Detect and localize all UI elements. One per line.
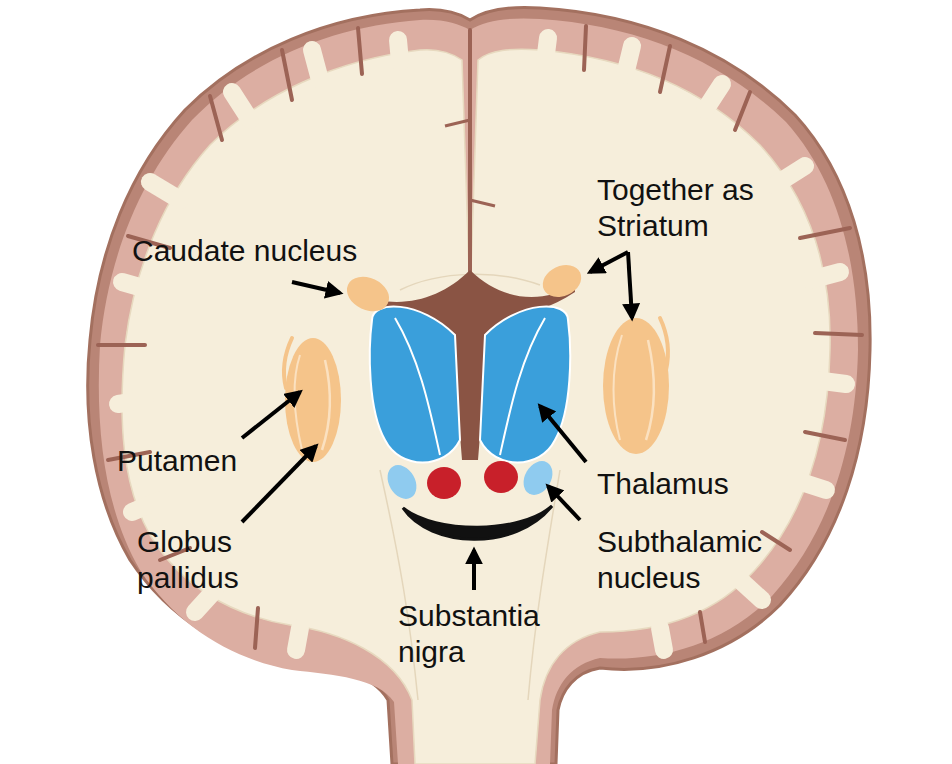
red-nucleus [484,461,518,493]
gyri [810,272,840,280]
gyri [705,84,722,110]
leader-arrows [242,392,300,438]
thalamus [370,306,460,462]
structure-label: Caudate nucleus [132,233,432,269]
sulci [255,608,258,648]
gyri [296,628,300,650]
fiber-tracts [528,470,560,700]
caudate-nucleus [341,259,586,318]
putamen [294,355,302,450]
cortex [88,8,870,764]
putamen [603,318,669,454]
structure-label: Putamen [117,443,317,479]
sulci [735,92,750,130]
thalamus [370,306,570,462]
putamen [614,335,623,440]
gyri [625,46,632,75]
thalamus [480,306,570,462]
sulci [700,612,705,642]
gyri [398,40,400,62]
midline-folds [445,120,470,126]
gyri [660,628,664,650]
globus-pallidus [646,340,654,440]
gyri [122,282,150,290]
sulci [800,228,850,238]
structure-label: Substantia nigra [398,598,568,670]
leader-arrows [292,282,340,293]
white-matter [122,49,830,764]
sulci [282,50,292,100]
sulci [762,532,790,550]
structure-label: Thalamus [597,466,817,502]
substantia-nigra [403,506,552,539]
gyri [740,580,762,600]
leader-arrows [548,486,580,520]
subthalamic-nucleus [518,456,559,500]
putamen [285,338,341,462]
globus-pallidus [322,340,654,450]
subthalamic-nucleus [382,460,423,504]
leader-arrows [242,446,316,522]
gyri [118,38,846,650]
white-matter [122,49,830,764]
sulci [660,46,670,92]
claustrum [284,318,668,388]
thalamus [395,318,440,455]
gyri [118,400,145,404]
putamen [285,318,669,462]
thalamus [500,318,545,455]
red-nucleus [427,467,461,499]
substantia-nigra [403,506,552,539]
red-nucleus [427,461,518,499]
cortex [88,8,870,764]
sulci [468,30,472,295]
globus-pallidus [322,360,330,450]
sulci [210,96,222,140]
cortex [99,18,858,764]
sulci [98,26,862,648]
claustrum [284,338,292,388]
gyri [132,500,160,512]
caudate-nucleus [341,270,394,318]
leader-arrows [472,550,476,590]
group-label: Together as Striatum [597,172,827,244]
leader-arrows [590,252,628,272]
gyri [150,182,180,200]
gyri [775,166,805,185]
sulci [805,432,845,440]
structure-label: Subthalamic nucleus [597,524,807,596]
gyri [232,92,250,120]
caudate-nucleus [538,259,587,303]
midline-folds [445,120,495,206]
gyri [815,380,846,384]
gyri [795,480,826,490]
midline-folds [470,200,495,206]
sulci [98,343,145,347]
claustrum [660,318,668,370]
structure-label: Globus pallidus [137,524,277,596]
leader-arrows [628,252,632,318]
subthalamic-nucleus [382,456,559,504]
sulci [358,28,362,74]
sulci [815,333,862,335]
gyri [312,50,320,80]
leader-arrows [242,252,632,590]
leader-arrows [540,406,586,462]
sulci [584,26,586,70]
gyri [545,38,548,62]
